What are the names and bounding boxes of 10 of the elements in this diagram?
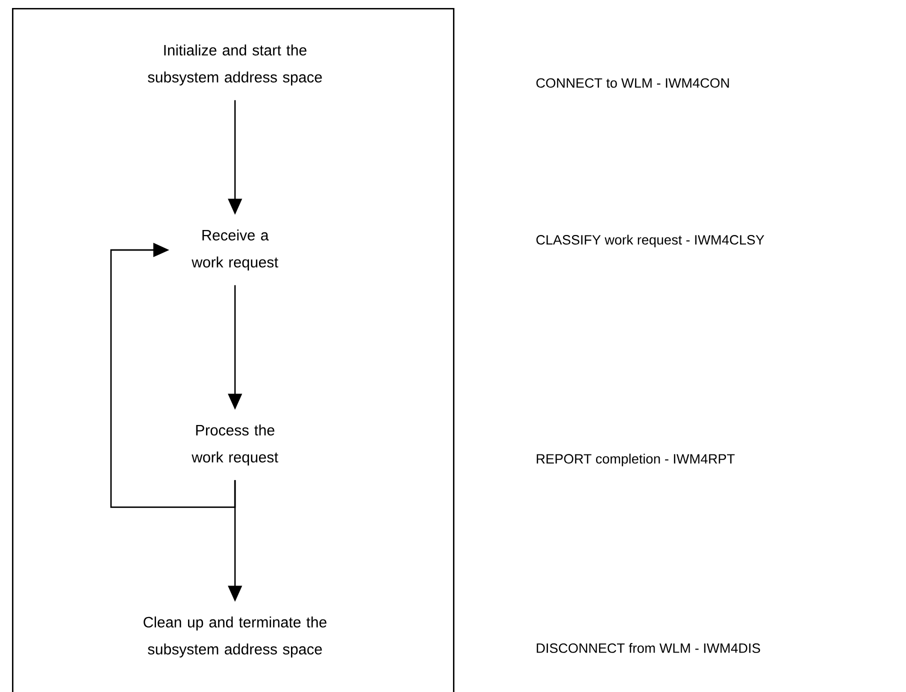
- service-label: CLASSIFY work request - IWM4CLSY: [536, 234, 764, 248]
- arrow: [110, 242, 236, 508]
- frame: [12, 8, 454, 692]
- step-text: Receive a work request: [192, 230, 278, 270]
- service-label: DISCONNECT from WLM - IWM4DIS: [536, 643, 760, 653]
- step-text: Initialize and start the subsystem address space: [148, 44, 322, 86]
- service-label: REPORT completion - IWM4RPT: [536, 454, 735, 466]
- step-text: Clean up and terminate the subsystem address space: [144, 616, 326, 658]
- service-label: CONNECT to WLM - IWM4CON: [536, 78, 729, 88]
- step-text: Process the work request: [192, 424, 278, 466]
